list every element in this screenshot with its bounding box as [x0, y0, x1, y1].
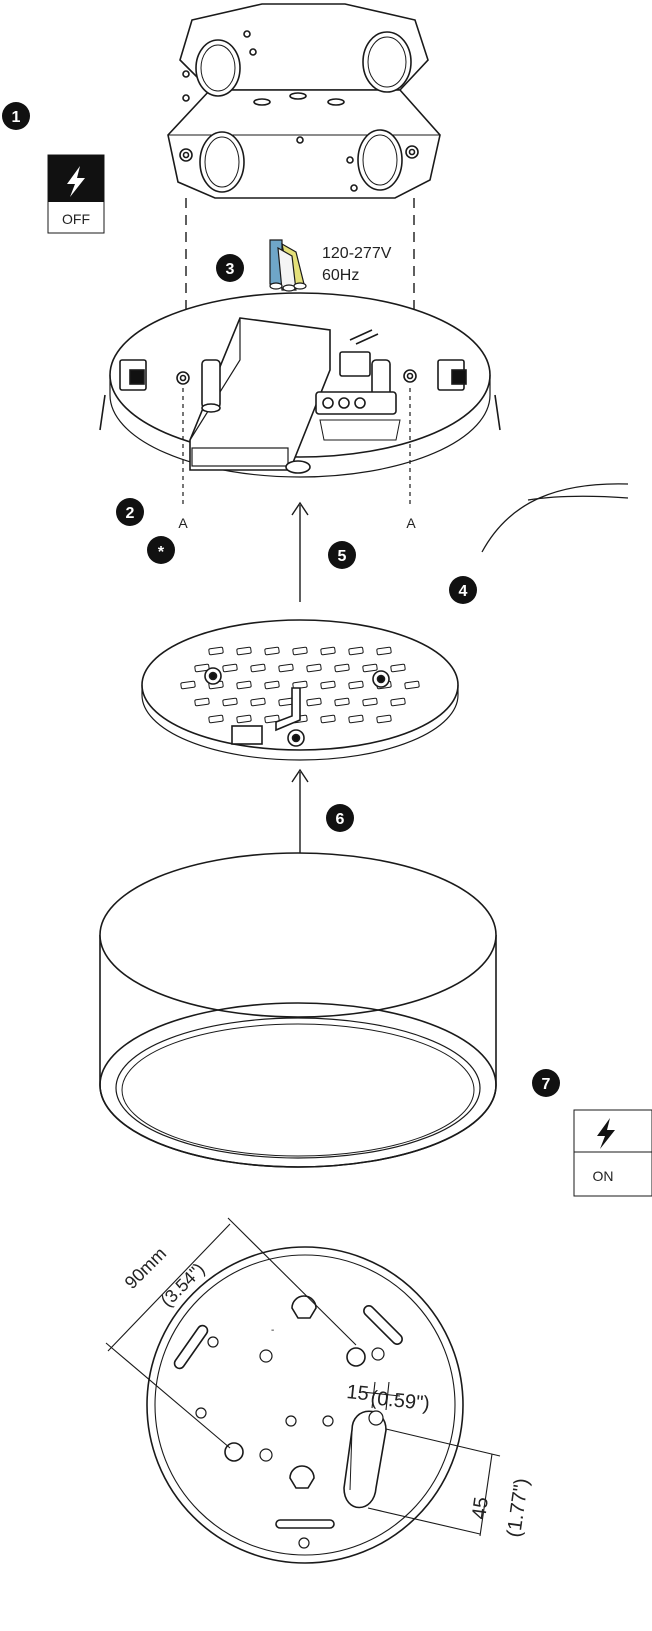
anchor-dashes [182, 388, 411, 506]
led-slot [306, 663, 322, 673]
led-slot [208, 646, 224, 656]
led-slot [250, 697, 266, 707]
step-2-badge: 2 [116, 498, 144, 526]
arrow-up-5 [291, 501, 309, 602]
dim-slot-length-in: (1.77") [503, 1477, 533, 1539]
rotate-arc [481, 483, 629, 553]
svg-text:-: - [271, 1325, 274, 1336]
led-slot [194, 697, 210, 707]
led-slot [376, 714, 392, 724]
led-slot [376, 646, 392, 656]
step-1-badge: 1 [2, 102, 30, 130]
step-7-badge: 7 [532, 1069, 560, 1097]
led-slot [180, 680, 196, 690]
svg-text:5: 5 [338, 548, 347, 565]
anchor-label-right: A [406, 515, 416, 531]
power-on-label: ON [593, 1168, 614, 1184]
led-slot [222, 663, 238, 673]
led-slot [264, 646, 280, 656]
step-6-badge: 6 [326, 804, 354, 832]
led-slot [306, 697, 322, 707]
led-slot [236, 646, 252, 656]
svg-text:2: 2 [126, 505, 135, 522]
led-slot [362, 697, 378, 707]
led-slot [362, 663, 378, 673]
dim-slot-width-mm: 15 [345, 1381, 369, 1405]
led-slot [390, 697, 406, 707]
led-slot [334, 697, 350, 707]
dimension-lines [105, 1217, 501, 1537]
frequency-label: 60Hz [322, 267, 359, 284]
arrow-up-6 [291, 768, 309, 862]
led-slot [264, 714, 280, 724]
led-slot [334, 663, 350, 673]
led-slot [278, 697, 294, 707]
led-slot [236, 680, 252, 690]
led-slot [278, 663, 294, 673]
led-slot [194, 663, 210, 673]
led-module-plate [141, 619, 459, 761]
mounting-plate [99, 292, 501, 478]
svg-text:1: 1 [12, 109, 21, 126]
led-slot [320, 714, 336, 724]
led-slot [292, 646, 308, 656]
dim-spacing-mm: 90mm [121, 1243, 171, 1293]
wire-bundle-icon [269, 239, 307, 292]
led-slot [404, 680, 420, 690]
led-slot [348, 714, 364, 724]
lightning-bolt-icon [67, 166, 85, 197]
dim-slot-length-mm: 45 [468, 1496, 493, 1521]
led-slot [348, 646, 364, 656]
led-slot [348, 680, 364, 690]
power-on-switch: ON [573, 1109, 652, 1197]
base-plate-top-view: - [146, 1246, 464, 1564]
svg-text:*: * [158, 544, 165, 561]
junction-box [167, 3, 441, 199]
led-slot [264, 680, 280, 690]
led-slot [250, 663, 266, 673]
led-slot [320, 646, 336, 656]
led-slot [390, 663, 406, 673]
asterisk-badge: * [147, 536, 175, 564]
led-slot [222, 697, 238, 707]
step-4-badge: 4 [449, 576, 477, 604]
power-off-switch: OFF [47, 154, 105, 234]
led-slot [208, 714, 224, 724]
svg-text:3: 3 [226, 261, 235, 278]
lightning-bolt-icon-on [597, 1118, 615, 1149]
housing-cylinder [99, 852, 497, 1168]
voltage-label: 120-277V [322, 245, 392, 262]
svg-text:6: 6 [336, 811, 345, 828]
svg-text:4: 4 [459, 583, 468, 600]
led-slot [320, 680, 336, 690]
step-3-badge: 3 [216, 254, 244, 282]
led-slot [236, 714, 252, 724]
power-off-label: OFF [62, 211, 90, 227]
svg-text:7: 7 [542, 1076, 551, 1093]
alignment-lines [185, 198, 415, 320]
step-5-badge: 5 [328, 541, 356, 569]
anchor-label-left: A [178, 515, 188, 531]
